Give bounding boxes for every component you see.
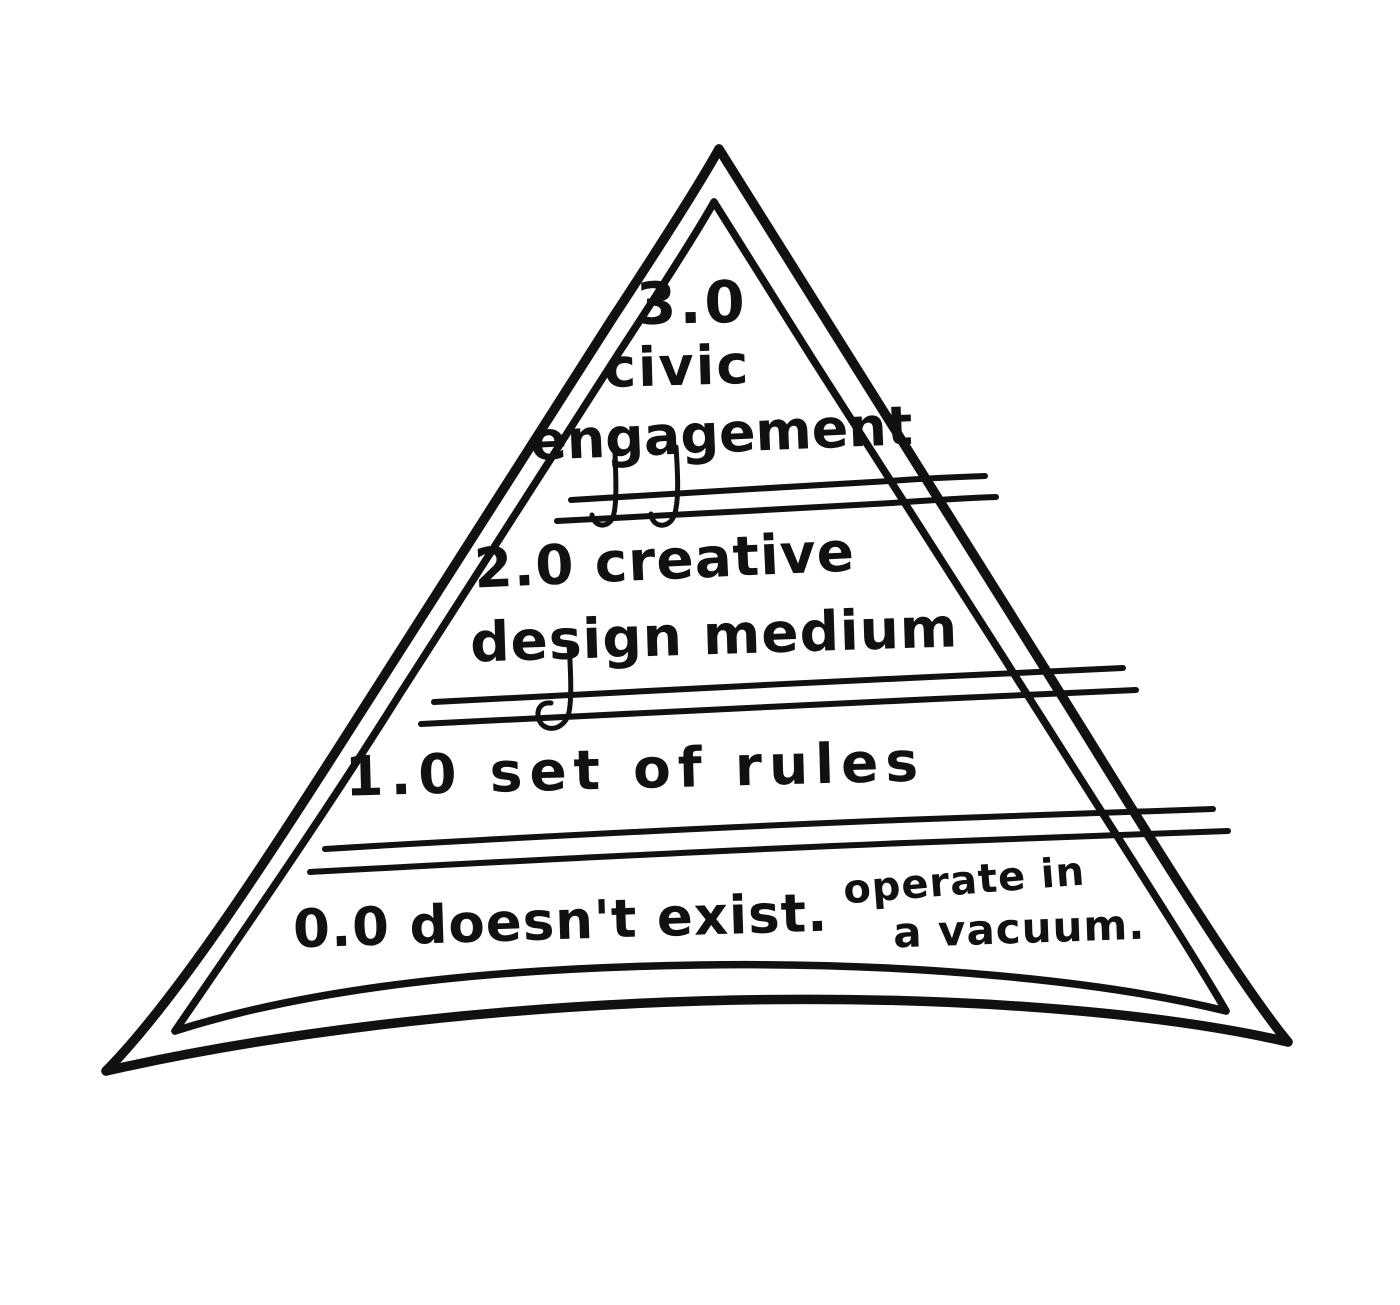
tier-0-label: 0.0 doesn't exist. xyxy=(292,882,830,961)
tier-2-label-line-2: design medium xyxy=(469,595,960,675)
tier-2-label-line-1: 2.0 creative xyxy=(472,519,857,601)
divider-tier1-tier0 xyxy=(307,806,1231,875)
inner-triangle-outline xyxy=(171,198,1230,1035)
tier-3-label-line-1: civic xyxy=(603,332,752,401)
outer-triangle-outline xyxy=(101,144,1293,1076)
tier-3-label-line-2: engagement xyxy=(528,394,914,473)
divider-tier2-tier1 xyxy=(418,665,1139,727)
tier-1-label: 1.0 set of rules xyxy=(344,729,926,809)
tier-0-annotation-line-2: a vacuum. xyxy=(892,899,1146,958)
divider-tier3-tier2 xyxy=(554,473,999,524)
letter-descenders xyxy=(535,444,681,731)
tier-3-level-number: 3.0 xyxy=(635,267,749,339)
